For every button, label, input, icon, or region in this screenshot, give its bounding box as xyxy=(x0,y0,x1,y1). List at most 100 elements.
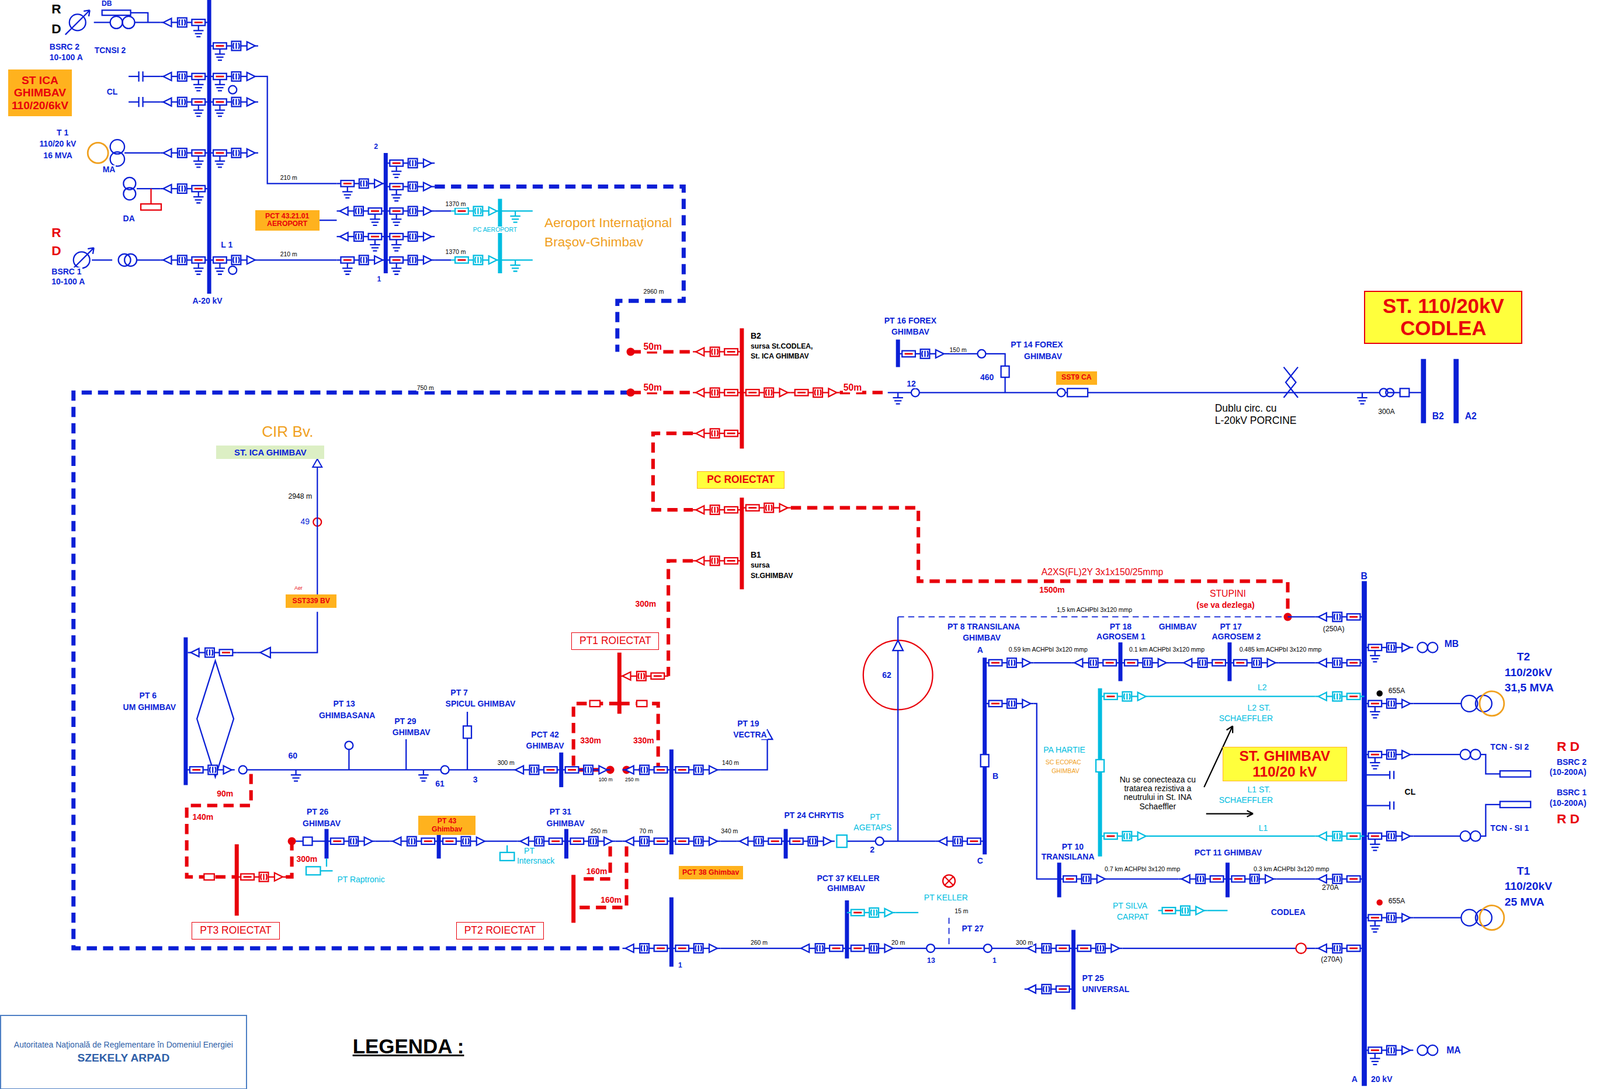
wire-path xyxy=(1057,862,1062,898)
diagram-label: 1 xyxy=(991,957,998,966)
equipment-rect xyxy=(500,852,515,862)
diagram-label: PT 29 xyxy=(393,717,417,727)
station-box: PCT 38 Ghimbav xyxy=(678,866,744,880)
station-box: PC ROIECTAT xyxy=(696,471,785,489)
equipment-symbol xyxy=(935,837,985,847)
diagram-label: T 1 xyxy=(56,128,69,138)
wire-path xyxy=(1413,917,1461,919)
equipment-circle xyxy=(110,16,123,29)
equipment-symbol xyxy=(692,347,742,357)
wire-path xyxy=(896,948,1025,950)
wire-path xyxy=(487,841,518,843)
equipment-symbol xyxy=(1158,906,1208,916)
wire-path xyxy=(1364,771,1394,810)
diagram-label: 90m xyxy=(216,789,234,799)
equipment-circle xyxy=(942,875,956,888)
diagram-label: GHIMBAV xyxy=(826,884,866,894)
station-box: PT3 ROIECTAT xyxy=(191,922,280,940)
wire-path xyxy=(1071,930,1076,1011)
diagram-label: 2 xyxy=(869,845,876,855)
diagram-label: CARPAT xyxy=(1116,913,1150,922)
diagram-label: 260 m xyxy=(750,939,769,947)
equipment-circle xyxy=(1417,642,1428,653)
equipment-symbol xyxy=(1315,874,1365,884)
equipment-symbol xyxy=(619,671,669,682)
diagram-label: 25 MVA xyxy=(1504,896,1546,909)
diagram-label: CIR Bv. xyxy=(261,423,314,441)
symbol-group xyxy=(1095,688,1365,916)
equipment-rect xyxy=(836,835,847,848)
diagram-label: PT 25 xyxy=(1081,974,1105,984)
wire-path xyxy=(720,948,798,950)
equipment-circle xyxy=(983,944,992,953)
equipment-circle xyxy=(1427,1045,1438,1056)
equipment-circle xyxy=(441,765,450,775)
equipment-rect xyxy=(636,700,647,707)
symbol-group xyxy=(1479,691,1505,931)
symbol-group xyxy=(185,612,1365,1011)
equipment-circle xyxy=(238,765,248,775)
diagram-label: B2 xyxy=(750,331,762,341)
equipment-symbol xyxy=(1315,612,1365,623)
symbol-group xyxy=(65,0,685,352)
diagram-label: DA xyxy=(122,214,136,224)
diagram-label: R xyxy=(50,1,62,17)
equipment-symbol xyxy=(336,178,386,198)
equipment-symbol xyxy=(897,349,947,359)
station-box: SST9 CA xyxy=(1056,371,1098,385)
equipment-circle xyxy=(110,151,125,166)
wire-path xyxy=(247,769,513,771)
equipment-symbol xyxy=(385,206,435,226)
diagram-label: PCT 37 KELLER xyxy=(816,874,880,884)
wire-path xyxy=(1283,367,1298,398)
diagram-label: 210 m xyxy=(279,251,298,259)
diagram-label: Aeroport Internaţional xyxy=(543,215,673,231)
diagram-label: BSRC 2 xyxy=(49,42,81,52)
diagram-label: 140m xyxy=(191,813,214,822)
diagram-label: 140 m xyxy=(721,759,740,767)
diagram-label: PT 31 xyxy=(549,807,572,817)
diagram-label: PT 18 xyxy=(1109,622,1133,632)
equipment-symbol xyxy=(692,428,742,439)
equipment-symbol xyxy=(790,387,841,398)
wire-path xyxy=(319,219,338,221)
diagram-label: 110/20kV xyxy=(1504,666,1553,679)
diagram-label: sursa St.CODLEA, xyxy=(750,342,814,351)
equipment-circle xyxy=(124,254,137,267)
diagram-label: R D xyxy=(1556,811,1581,827)
equipment-symbol xyxy=(561,765,611,776)
station-box: Autoritatea Naţională de Reglementare în… xyxy=(0,1015,248,1089)
equipment-circle xyxy=(911,388,920,397)
diagram-label: 49 xyxy=(300,517,311,527)
diagram-label: MB xyxy=(1444,639,1460,649)
diagram-label: Aer xyxy=(293,585,304,592)
equipment-symbol xyxy=(671,943,721,954)
wire-path xyxy=(1423,359,1457,424)
diagram-label: TCN - SI 1 xyxy=(1489,824,1530,834)
diagram-label: PT xyxy=(869,813,881,822)
equipment-symbol xyxy=(671,837,721,847)
equipment-symbol xyxy=(1364,1046,1414,1065)
equipment-circle xyxy=(1470,831,1481,842)
station-box: SST339 BV xyxy=(285,594,337,609)
equipment-rect xyxy=(102,9,131,16)
wire-path xyxy=(946,353,1006,393)
diagram-label: A2XS(FL)2Y 3x1x150/25mmp xyxy=(1040,567,1165,578)
diagram-label: T1 xyxy=(1516,865,1531,878)
diagram-label: 150 m xyxy=(949,346,968,354)
equipment-symbol xyxy=(1315,658,1365,668)
diagram-label: PT 10 xyxy=(1061,842,1085,852)
equipment-circle xyxy=(1479,906,1505,931)
diagram-label: TRANSILANA xyxy=(1040,852,1096,862)
wire-path xyxy=(720,739,767,770)
equipment-circle xyxy=(626,347,635,356)
wire-path xyxy=(896,912,919,914)
diagram-label: 62 xyxy=(881,671,893,680)
wire-path xyxy=(1108,878,1179,880)
equipment-rect xyxy=(303,837,313,846)
equipment-symbol xyxy=(622,765,672,776)
diagram-label: C xyxy=(976,856,984,866)
equipment-circle xyxy=(287,837,297,846)
equipment-rect xyxy=(463,726,472,739)
